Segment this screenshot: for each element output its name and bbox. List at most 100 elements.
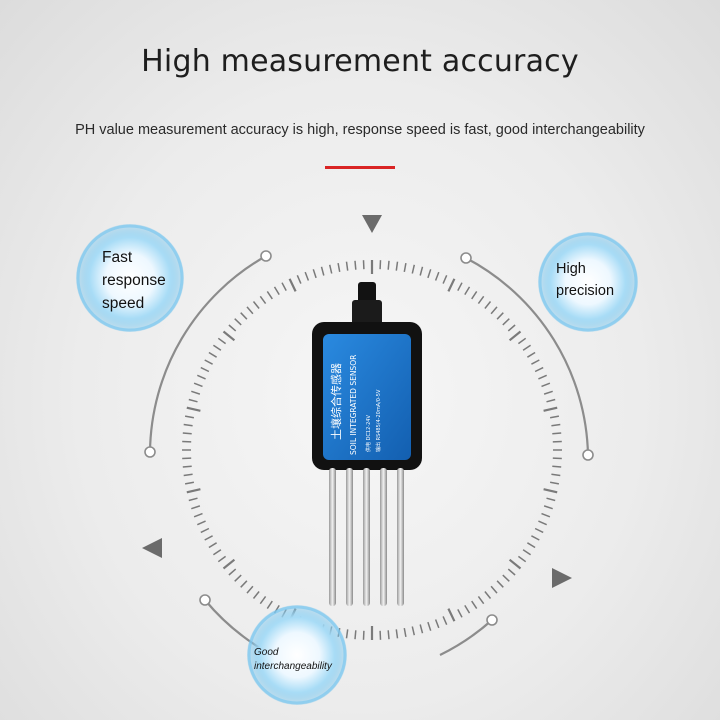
feature-line: interchangeability bbox=[254, 661, 332, 672]
dial-tick bbox=[496, 312, 504, 320]
triangle-pointer-icon bbox=[362, 215, 382, 233]
dial-tick bbox=[212, 549, 222, 556]
dial-tick bbox=[200, 527, 210, 534]
sensor-name-cn: 土壤综合传感器 bbox=[329, 363, 343, 440]
dial-tick bbox=[200, 366, 210, 373]
dial-major-tick bbox=[543, 488, 558, 494]
dial-tick bbox=[320, 266, 325, 276]
dial-tick bbox=[395, 629, 399, 639]
dial-tick bbox=[531, 535, 540, 541]
dial-tick bbox=[208, 351, 217, 358]
dial-tick bbox=[477, 295, 485, 305]
dial-tick bbox=[183, 473, 193, 477]
dial-tick bbox=[240, 580, 248, 588]
dial-tick bbox=[345, 629, 349, 639]
water-bubble-icon bbox=[538, 232, 638, 332]
dial-tick bbox=[354, 260, 357, 270]
dial-tick bbox=[471, 600, 478, 610]
dial-tick bbox=[522, 344, 532, 351]
dial-tick bbox=[304, 271, 310, 281]
dial-tick bbox=[464, 605, 471, 614]
dial-tick bbox=[403, 262, 407, 273]
dial-tick bbox=[538, 520, 547, 526]
dial-tick bbox=[234, 318, 242, 326]
dial-tick bbox=[541, 512, 551, 518]
ring-end-dots bbox=[144, 250, 594, 626]
water-bubble-icon bbox=[247, 605, 347, 705]
dial-tick bbox=[496, 580, 504, 588]
water-bubble-icon bbox=[76, 224, 184, 332]
dial-tick bbox=[551, 423, 561, 427]
dial-tick bbox=[191, 505, 201, 510]
triangle-pointer-icon bbox=[552, 568, 572, 588]
dial-tick bbox=[442, 616, 448, 625]
feature-good-interchangeability: Good interchangeability bbox=[254, 646, 364, 674]
page-subtitle: PH value measurement accuracy is high, r… bbox=[75, 122, 645, 138]
dial-tick bbox=[471, 290, 478, 300]
dial-tick bbox=[240, 312, 248, 320]
dial-tick bbox=[527, 351, 536, 358]
dial-tick bbox=[266, 290, 273, 300]
dial-tick bbox=[246, 585, 254, 594]
dial-tick bbox=[234, 574, 242, 582]
dial-tick bbox=[345, 261, 349, 271]
dial-tick bbox=[208, 542, 217, 549]
dial-tick bbox=[457, 609, 463, 618]
dial-tick bbox=[259, 595, 267, 605]
dial-tick bbox=[427, 269, 432, 279]
page-title: High measurement accuracy bbox=[141, 44, 579, 79]
dial-tick bbox=[490, 585, 498, 594]
dial-tick bbox=[212, 344, 222, 351]
dial-tick bbox=[197, 520, 206, 526]
dial-tick bbox=[273, 286, 280, 295]
dial-tick bbox=[484, 591, 492, 599]
dial-tick bbox=[193, 512, 203, 518]
dial-tick bbox=[204, 359, 213, 365]
dial-tick bbox=[337, 262, 341, 273]
dial-tick bbox=[541, 382, 551, 388]
dial-tick bbox=[188, 398, 198, 403]
feature-line: speed bbox=[102, 295, 145, 312]
tick-dial bbox=[182, 260, 562, 640]
dial-tick bbox=[551, 473, 561, 477]
dial-major-tick bbox=[222, 558, 236, 570]
dial-tick bbox=[546, 398, 556, 403]
dial-tick bbox=[502, 318, 510, 326]
feature-line: High bbox=[556, 261, 586, 277]
dial-tick bbox=[184, 481, 195, 485]
dial-tick bbox=[403, 627, 407, 638]
dial-tick bbox=[183, 423, 193, 427]
dial-tick bbox=[252, 591, 260, 599]
dial-tick bbox=[517, 337, 527, 345]
sensor-spec-1: 供电 DC12-24V bbox=[365, 415, 372, 452]
dial-tick bbox=[296, 275, 302, 284]
feature-fast-response: Fast response speed bbox=[102, 246, 192, 315]
dial-tick bbox=[252, 301, 260, 309]
dial-tick bbox=[266, 600, 273, 610]
dial-tick bbox=[217, 555, 227, 563]
dial-tick bbox=[464, 286, 471, 295]
dial-tick bbox=[546, 497, 556, 502]
dial-tick bbox=[484, 301, 492, 309]
sensor-name-en: SOIL INTEGRATED SENSOR bbox=[349, 355, 358, 455]
feature-high-precision: High precision bbox=[556, 258, 636, 302]
dial-tick bbox=[534, 366, 544, 373]
dial-tick bbox=[419, 624, 424, 634]
dial-tick bbox=[490, 306, 498, 315]
dial-tick bbox=[204, 535, 213, 541]
dial-major-tick bbox=[543, 406, 558, 412]
dial-tick bbox=[517, 555, 527, 563]
dial-tick bbox=[411, 264, 416, 274]
dial-tick bbox=[217, 337, 227, 345]
sensor-spec-2: 输出 RS485/4-20mA/0-5V bbox=[375, 389, 382, 452]
dial-tick bbox=[543, 390, 553, 395]
dial-tick bbox=[182, 465, 192, 468]
dial-tick bbox=[434, 619, 440, 629]
feature-line: precision bbox=[556, 283, 615, 299]
dial-major-tick bbox=[288, 278, 297, 292]
dial-tick bbox=[182, 432, 192, 435]
dial-tick bbox=[184, 415, 195, 419]
dial-tick bbox=[312, 269, 317, 279]
dial-tick bbox=[228, 324, 237, 332]
